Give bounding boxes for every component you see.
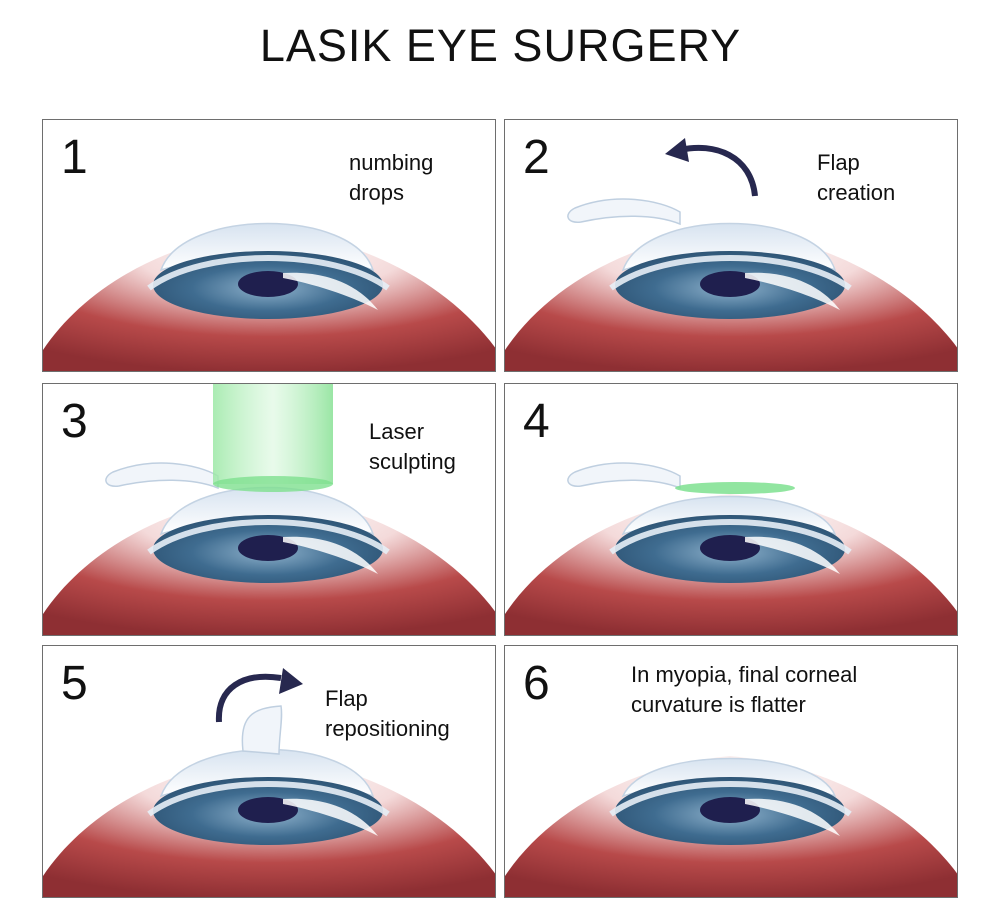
corneal-flap [567, 462, 681, 490]
arrow-head [665, 138, 689, 162]
step-panel-6: 6 In myopia, final corneal curvature is … [504, 645, 958, 898]
caption-line: drops [349, 180, 405, 205]
step-number: 5 [61, 657, 88, 710]
arrow [679, 144, 758, 197]
cornea-rim [609, 519, 852, 555]
step-panel-5: 5 Flap repositioning [42, 645, 496, 898]
cornea-rim [147, 255, 390, 291]
caption-line: In myopia, final corneal [631, 662, 858, 687]
step-number: 1 [61, 131, 88, 184]
step-number: 6 [523, 657, 550, 710]
step-caption: Flap repositioning [325, 684, 450, 744]
corneal-highlight [745, 536, 840, 574]
caption-line: repositioning [325, 716, 450, 741]
eye-illustration [505, 138, 957, 371]
laser-beam [213, 384, 333, 484]
step-panel-3: 3 Laser sculpting [42, 383, 496, 636]
arrow [215, 673, 282, 723]
step-panel-2: 2 Flap creation [504, 119, 958, 372]
caption-line: curvature is flatter [631, 692, 806, 717]
corneal-highlight [745, 798, 840, 836]
corneal-highlight [283, 272, 378, 310]
cornea-rim [147, 519, 390, 555]
corneal-highlight [283, 536, 378, 574]
eye-illustration [505, 756, 957, 897]
cornea-rim [147, 781, 390, 817]
caption-line: numbing [349, 150, 434, 175]
caption-line: Flap [817, 150, 860, 175]
corneal-flap [241, 705, 283, 755]
step-number: 2 [523, 131, 550, 184]
caption-line: sculpting [369, 449, 456, 474]
step-number: 4 [523, 395, 550, 448]
eye-illustration [505, 462, 957, 635]
step-number: 3 [61, 395, 88, 448]
laser-spot [213, 476, 333, 492]
eye-illustration [43, 384, 495, 635]
eye-illustration [43, 668, 495, 897]
caption-line: Laser [369, 419, 425, 444]
page-title: LASIK EYE SURGERY [259, 20, 742, 71]
step-caption: Flap creation [817, 148, 895, 208]
step-panel-4: 4 [504, 383, 958, 636]
corneal-highlight [283, 798, 378, 836]
arrow-head [279, 668, 303, 694]
cornea-rim [609, 255, 852, 291]
caption-line: Flap [325, 686, 368, 711]
cornea-rim [609, 781, 852, 817]
step-caption: numbing drops [349, 148, 433, 208]
caption-line: creation [817, 180, 896, 205]
step-panel-1: 1 numbing drops [42, 119, 496, 372]
step-caption: In myopia, final corneal curvature is fl… [631, 660, 857, 720]
step-caption: Laser sculpting [369, 417, 456, 477]
corneal-flap [105, 462, 219, 490]
corneal-flap [567, 198, 681, 226]
corneal-highlight [745, 272, 840, 310]
eye-illustration [43, 222, 495, 371]
sculpted-surface [675, 482, 795, 494]
